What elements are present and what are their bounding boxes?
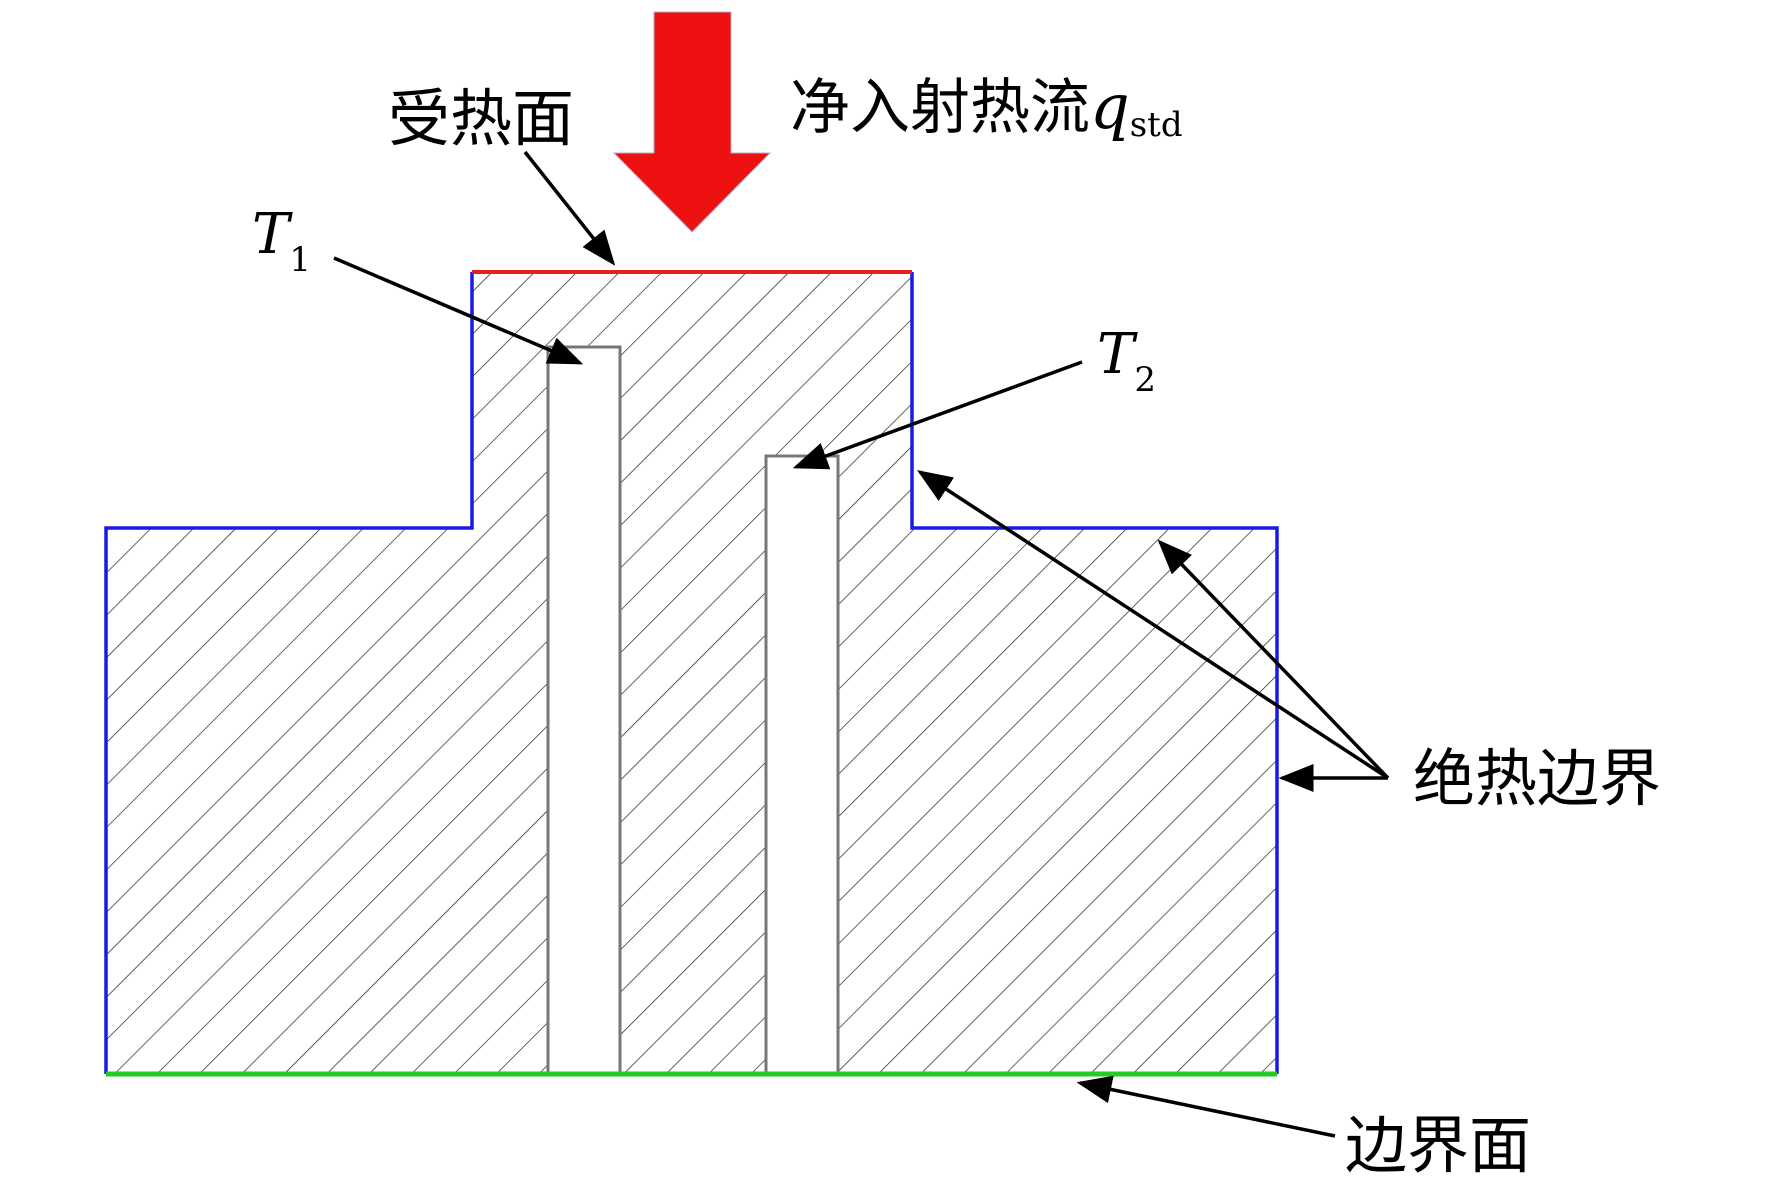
adiabatic-boundary-edge-right	[910, 272, 1279, 1074]
heated-surface-leader	[523, 150, 616, 266]
t1-symbol: T	[252, 202, 293, 267]
t2-subscript: 2	[1134, 360, 1156, 400]
t1-label: T1	[252, 202, 311, 280]
t2-symbol: T	[1097, 322, 1138, 387]
t2-label: T2	[1097, 322, 1156, 400]
adiabatic-leader-1	[917, 470, 1389, 780]
hole-t1	[546, 345, 622, 1076]
adiabatic-boundary-label: 绝热边界	[1413, 742, 1661, 815]
net-heat-flux-text: 净入射热流	[790, 73, 1090, 143]
t1-subscript: 1	[289, 240, 311, 280]
adiabatic-leader-2	[1157, 539, 1390, 780]
heat-flux-arrow-icon	[612, 11, 772, 233]
boundary-surface-label: 边界面	[1345, 1109, 1531, 1182]
t2-leader	[792, 360, 1083, 470]
heated-surface-label: 受热面	[388, 82, 574, 155]
solid-body	[106, 272, 1277, 1074]
net-heat-flux-label: 净入射热流qstd	[790, 70, 1183, 145]
adiabatic-boundary-edge	[104, 272, 474, 1074]
q-subscript: std	[1130, 105, 1183, 145]
boundary-surface-leader	[1076, 1075, 1336, 1138]
q-symbol: q	[1090, 70, 1130, 143]
hole-t2	[764, 454, 840, 1076]
t1-leader	[333, 256, 584, 365]
